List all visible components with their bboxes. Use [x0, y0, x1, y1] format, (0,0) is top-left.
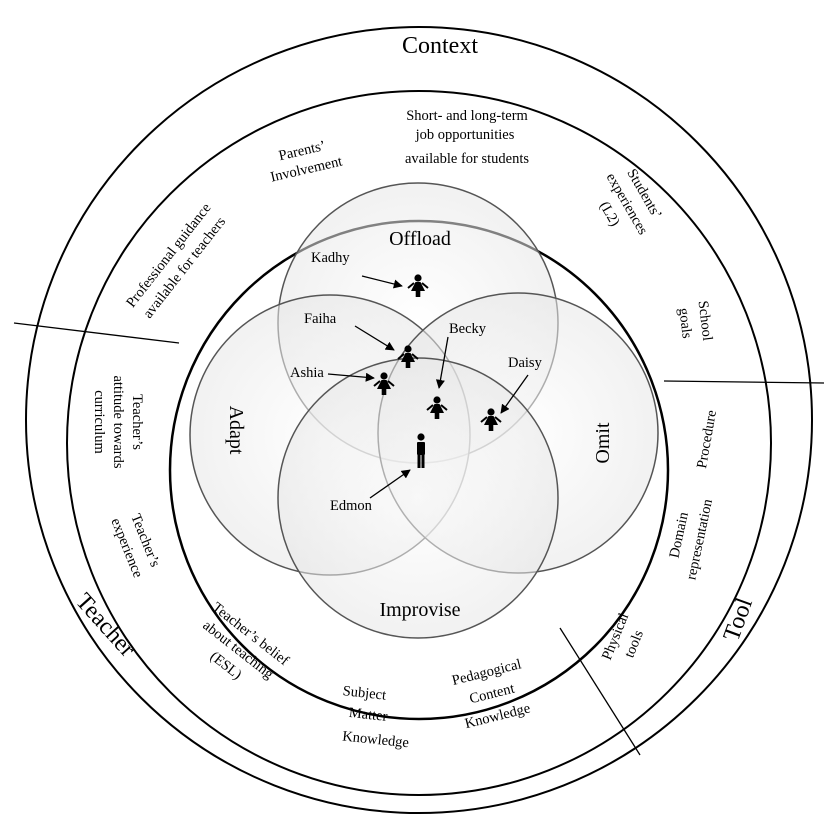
factor-school-goals: School goals [675, 300, 716, 342]
svg-text:Matter: Matter [348, 705, 388, 725]
strategy-label-adapt: Adapt [225, 406, 247, 455]
svg-text:representation: representation [683, 497, 716, 581]
arrow-daisy [500, 374, 529, 414]
divider-context-teacher [13, 322, 180, 344]
strategy-label-improvise: Improvise [379, 599, 460, 621]
svg-text:attitude towards: attitude towards [110, 375, 126, 468]
svg-text:goals: goals [675, 307, 695, 340]
factor-domain-representation: Domain representation [667, 497, 717, 581]
person-female-icon-ashia [373, 372, 395, 395]
arrow-faiha [354, 325, 395, 351]
factor-subject-matter-knowledge: Subject Matter Knowledge [342, 683, 410, 751]
sector-label-teacher: Teacher [70, 589, 140, 663]
divider-context-tool [663, 380, 824, 384]
person-male-icon-edmon [417, 433, 425, 468]
factor-job-opportunities: Short- and long-term job opportunities a… [405, 108, 529, 167]
arrow-kadhy [361, 275, 403, 289]
person-female-icon-faiha [397, 345, 419, 368]
factor-teacher-attitude: Teacher’s attitude towards curriculum [91, 375, 145, 468]
sector-label-context: Context [402, 33, 478, 59]
teacher-label-edmon: Edmon [330, 498, 373, 514]
person-female-icon-becky [426, 396, 448, 419]
teacher-label-daisy: Daisy [508, 355, 543, 371]
factor-pedagogical-content-knowledge: Pedagogical Content Knowledge [450, 656, 532, 732]
arrow-edmon [369, 469, 411, 499]
svg-text:Short- and long-term: Short- and long-term [406, 108, 528, 124]
svg-text:Subject: Subject [342, 683, 387, 703]
divider-teacher-tool [559, 627, 641, 756]
teacher-label-faiha: Faiha [304, 311, 337, 327]
factor-parents-involvement: Parents’ Involvement [269, 138, 344, 186]
strategy-label-offload: Offload [389, 228, 451, 250]
svg-text:Teacher’s: Teacher’s [129, 394, 145, 450]
person-female-icon-daisy [480, 408, 502, 431]
middle-ring [66, 90, 772, 796]
sector-label-tool: Tool [719, 594, 758, 644]
svg-text:curriculum: curriculum [91, 390, 107, 454]
svg-text:Procedure: Procedure [694, 409, 720, 470]
teacher-label-becky: Becky [449, 321, 487, 337]
factor-professional-guidance: Professional guidance available for teac… [123, 200, 229, 321]
factor-students-experiences: Students’ experiences (L2) [596, 166, 665, 238]
arrow-ashia [327, 372, 375, 382]
teacher-label-kadhy: Kadhy [311, 250, 350, 266]
svg-text:Knowledge: Knowledge [342, 728, 410, 751]
factor-physical-tools: Physical tools [599, 611, 647, 663]
factor-teacher-belief: Teacher’s belief about teaching (ESL) [200, 599, 292, 683]
person-female-icon-kadhy [407, 274, 429, 297]
teacher-label-ashia: Ashia [290, 365, 324, 381]
factor-procedure: Procedure [694, 409, 720, 470]
arrow-becky [435, 336, 449, 389]
svg-text:available for students: available for students [405, 151, 529, 167]
outer-ring [25, 26, 813, 814]
svg-text:School: School [695, 300, 716, 342]
factor-teacher-experience: Teacher’s experience [107, 512, 163, 581]
strategy-label-omit: Omit [592, 422, 614, 464]
circle-improvise [277, 357, 559, 639]
svg-text:job opportunities: job opportunities [415, 127, 515, 143]
